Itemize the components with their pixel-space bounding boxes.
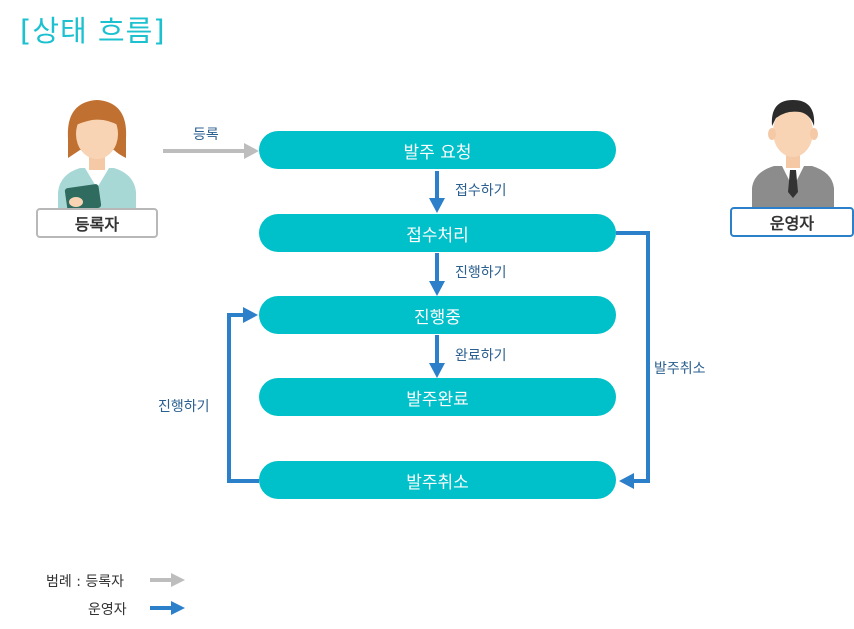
edge-label-resume: 진행하기 — [158, 399, 210, 415]
edge-label-register: 등록 — [193, 127, 219, 143]
edge-label-accept: 접수하기 — [455, 183, 507, 199]
legend-registrant-label: 범례 : 등록자 — [46, 574, 125, 590]
register-arrow — [163, 143, 259, 159]
complete-arrow — [429, 335, 445, 378]
accept-arrow — [429, 171, 445, 213]
page-title: [상태 흐름] — [20, 14, 166, 48]
legend-registrant-arrow — [150, 573, 185, 587]
legend-operator-arrow — [150, 601, 185, 615]
operator-label: 운영자 — [730, 207, 854, 237]
state-receipt: 접수처리 — [259, 214, 616, 252]
edge-label-cancel: 발주취소 — [654, 361, 706, 377]
registrant-label: 등록자 — [36, 208, 158, 238]
state-order-request: 발주 요청 — [259, 131, 616, 169]
registrant-avatar — [58, 100, 136, 214]
state-completed: 발주완료 — [259, 378, 616, 416]
edge-label-proceed: 진행하기 — [455, 265, 507, 281]
resume-arrow — [227, 307, 259, 483]
legend-operator-label: 운영자 — [88, 602, 127, 618]
state-in-progress: 진행중 — [259, 296, 616, 334]
edge-label-complete: 완료하기 — [455, 348, 507, 364]
state-cancelled: 발주취소 — [259, 461, 616, 499]
proceed-arrow — [429, 253, 445, 296]
cancel-arrow — [616, 231, 650, 489]
operator-avatar — [752, 100, 834, 208]
